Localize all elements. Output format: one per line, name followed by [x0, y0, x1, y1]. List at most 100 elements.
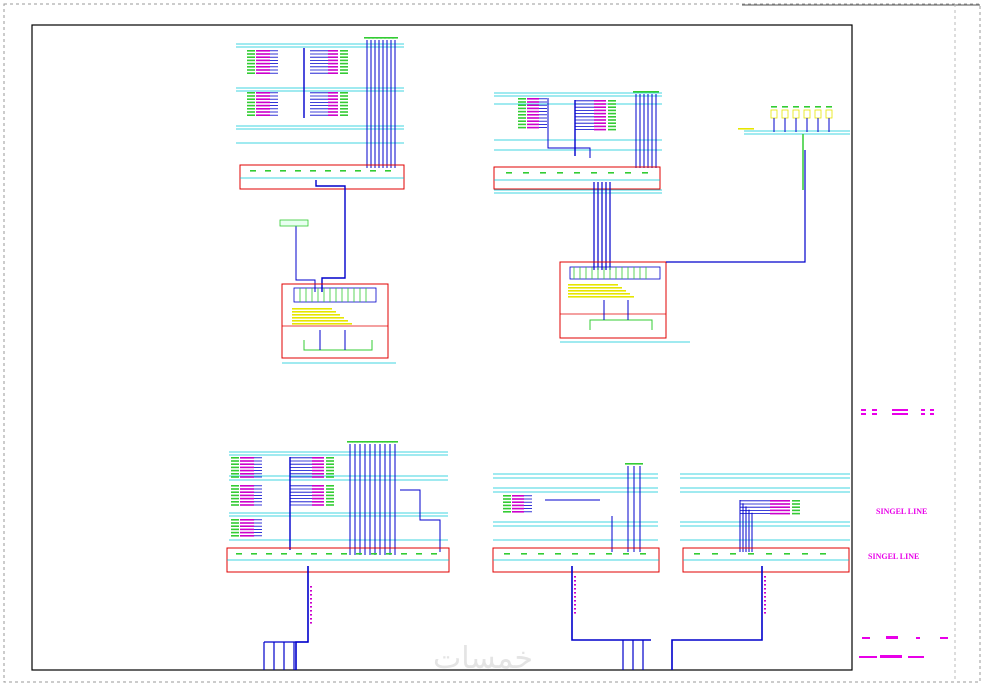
- label-mark: [764, 592, 766, 594]
- label-mark: [240, 463, 254, 465]
- label-mark: [240, 519, 254, 521]
- tag-mark: [340, 56, 348, 58]
- label-mark: [312, 491, 324, 493]
- riser-cap: [641, 91, 647, 93]
- tag-mark: [231, 488, 239, 490]
- label-mark: [310, 618, 312, 620]
- tag-mark: [518, 114, 526, 116]
- label-mark: [764, 608, 766, 610]
- label-mark: [764, 596, 766, 598]
- label-mark: [527, 114, 539, 116]
- label-mark: [256, 95, 270, 97]
- tag-mark: [518, 107, 526, 110]
- tag-mark: [608, 112, 616, 115]
- panel-3: [738, 106, 850, 190]
- tag-mark: [503, 504, 511, 507]
- label-mark: [310, 598, 312, 600]
- label-mark: [312, 488, 324, 490]
- note-mark: [568, 296, 634, 298]
- breaker-tag: [370, 170, 376, 172]
- title-label-1: SINGEL LINE: [876, 507, 927, 516]
- riser-cap: [653, 91, 659, 93]
- label-mark: [594, 119, 606, 121]
- tag-mark: [518, 104, 526, 106]
- breaker-tag: [625, 172, 631, 174]
- tag-mark: [608, 119, 616, 121]
- tag-mark: [518, 123, 526, 126]
- tag-mark: [247, 72, 255, 74]
- breaker-tag: [386, 553, 392, 555]
- incomer-feeder: [571, 566, 651, 641]
- tag-mark: [231, 469, 239, 472]
- tag-mark: [340, 50, 348, 52]
- tag-mark: [247, 53, 255, 55]
- label-mark: [310, 594, 312, 596]
- tag-mark: [231, 460, 239, 462]
- label-mark: [527, 120, 539, 122]
- label-mark: [527, 117, 539, 119]
- tag-mark: [247, 59, 255, 62]
- breaker-symbol: [792, 109, 800, 119]
- label-mark: [770, 506, 790, 508]
- distribution-box: [293, 287, 377, 303]
- label-mark: [527, 123, 539, 126]
- label-mark: [312, 494, 324, 497]
- tag-mark: [503, 495, 511, 497]
- label-mark: [240, 497, 254, 500]
- tag-mark: [231, 457, 239, 459]
- breaker-tag: [355, 170, 361, 172]
- breaker-tag: [506, 172, 512, 174]
- riser-cap: [392, 441, 398, 443]
- breaker-tag: [748, 553, 754, 555]
- label-mark: [256, 59, 270, 62]
- tag-mark: [340, 66, 348, 68]
- label-mark: [764, 600, 766, 602]
- label-mark: [256, 72, 270, 74]
- breaker-tag: [281, 553, 287, 555]
- label-mark: [240, 491, 254, 493]
- breaker-tag: [521, 553, 527, 555]
- tag-mark: [608, 116, 616, 118]
- tag-mark: [518, 120, 526, 122]
- tag-mark: [340, 72, 348, 74]
- riser-cap: [376, 37, 382, 39]
- tag-mark: [326, 473, 334, 475]
- breaker-tag: [606, 553, 612, 555]
- note-mark: [292, 308, 332, 310]
- riser-cap: [793, 106, 799, 108]
- label-mark: [312, 469, 324, 472]
- breaker-tag: [416, 553, 422, 555]
- label-mark: [256, 62, 270, 65]
- riser-cap: [631, 463, 637, 465]
- tag-mark: [231, 501, 239, 503]
- riser-cap: [368, 37, 374, 39]
- label-mark: [312, 460, 324, 462]
- drawing-frame: [31, 24, 853, 671]
- incomer-feeder: [315, 180, 346, 292]
- breaker-symbol: [770, 109, 778, 119]
- label-mark: [328, 114, 338, 116]
- panel-6: [671, 473, 850, 670]
- label-mark: [764, 612, 766, 614]
- tag-mark: [503, 511, 511, 513]
- label-mark: [764, 588, 766, 590]
- label-mark: [256, 98, 270, 100]
- label-mark: [512, 498, 524, 500]
- panel-1: [236, 37, 405, 364]
- riser-cap: [372, 37, 378, 39]
- breaker-tag: [236, 553, 242, 555]
- tag-mark: [326, 494, 334, 497]
- riser-cap: [633, 91, 639, 93]
- feeder-path: [295, 226, 316, 292]
- tag-mark: [231, 531, 239, 534]
- tag-mark: [326, 457, 334, 459]
- breaker-tag: [280, 170, 286, 172]
- label-mark: [240, 469, 254, 472]
- label-mark: [764, 580, 766, 582]
- riser-cap: [637, 463, 643, 465]
- label-mark: [240, 525, 254, 527]
- sub-bus: [589, 319, 653, 330]
- note-mark: [292, 314, 340, 316]
- breaker-tag: [538, 553, 544, 555]
- breaker-tag: [341, 553, 347, 555]
